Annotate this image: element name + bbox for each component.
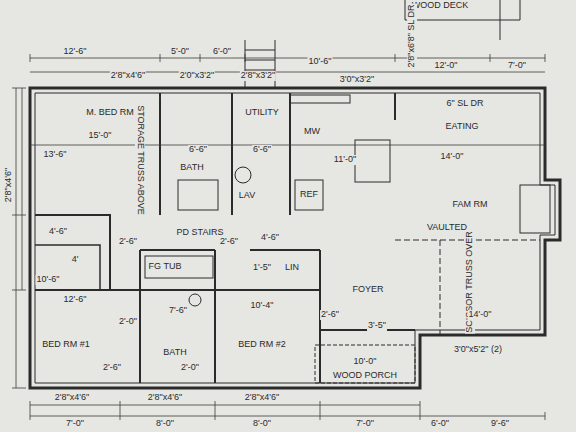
plan-label: FOYER	[351, 285, 384, 295]
plan-label: 14'-0"	[468, 310, 493, 320]
plan-label: 12'-6"	[63, 47, 88, 57]
plan-label: BED RM #1	[41, 340, 91, 350]
plan-label: LIN	[284, 263, 300, 273]
plan-label: 8'-0"	[252, 419, 272, 429]
plan-label: BATH	[179, 163, 204, 173]
plan-label: 2'-0"	[118, 317, 138, 327]
plan-label: 2'-6"	[118, 237, 138, 247]
plan-label: STORAGE TRUSS ABOVE	[135, 104, 145, 216]
plan-label: 7'-0"	[355, 419, 375, 429]
plan-label: LAV	[238, 191, 256, 201]
plan-label: 6'-0"	[430, 419, 450, 429]
plan-label: M. BED RM	[85, 108, 135, 118]
plan-label: 3'-5"	[367, 321, 387, 331]
plan-label: 2'8"x4'6"	[54, 393, 90, 403]
plan-label: PD STAIRS	[176, 228, 225, 238]
plan-label: 8'-0"	[155, 419, 175, 429]
plan-label: 11'-0"	[333, 155, 357, 165]
plan-label: 2'8"x4'6"	[110, 71, 146, 81]
plan-label: 2'8"x4'6"	[4, 167, 14, 203]
plan-label: 3'0"x5'2" (2)	[453, 345, 503, 355]
plan-label: WOOD PORCH	[332, 371, 398, 381]
plan-label: 6" SL DR	[446, 99, 485, 109]
plan-label: 2'8"x4'6"	[147, 393, 183, 403]
plan-label: 7'-0"	[65, 419, 85, 429]
plan-label: 2'8"x6'8" SL DR	[407, 3, 417, 68]
plan-label: UTILITY	[244, 108, 280, 118]
plan-label: 7'-0"	[507, 61, 527, 71]
plan-label: BED RM #2	[237, 340, 287, 350]
plan-label: VAULTED	[426, 223, 468, 233]
plan-label: 2'-6"	[102, 363, 122, 373]
walls	[30, 0, 560, 388]
plan-label: WOOD DECK	[411, 1, 470, 11]
plan-label: 4'-6"	[260, 233, 280, 243]
plan-label: MW	[303, 127, 321, 137]
plan-label: REF	[299, 190, 319, 200]
dimension-lines	[12, 54, 545, 420]
plan-label: 1'-5"	[252, 263, 272, 273]
plan-label: 9'-6"	[490, 419, 510, 429]
plan-label: 10'-6"	[36, 275, 61, 285]
plan-label: 5'-0"	[170, 47, 190, 57]
plan-label: FG TUB	[148, 262, 183, 272]
plan-label: 2'-6"	[320, 310, 340, 320]
plan-label: 4'	[71, 255, 80, 265]
plan-label: 2'8"x4'6"	[244, 393, 280, 403]
plan-label: 14'-0"	[440, 152, 465, 162]
plan-label: 13'-6"	[43, 150, 68, 160]
plan-label: 12'-6"	[63, 295, 88, 305]
plan-label: 2'-0"	[180, 363, 200, 373]
plan-label: 6'-6"	[188, 145, 208, 155]
plan-label: 10'-6"	[308, 57, 333, 67]
plan-label: 10'-0"	[353, 357, 378, 367]
plan-label: 10'-4"	[250, 301, 275, 311]
plan-label: 6'-6"	[252, 145, 272, 155]
plan-label: 4'-6"	[48, 227, 68, 237]
plan-label: 12'-0"	[434, 61, 459, 71]
plan-label: BATH	[162, 348, 187, 358]
plan-label: 2'0"x3'2"	[179, 71, 215, 81]
plan-label: 3'0"x3'2"	[339, 75, 375, 85]
plan-label: EATING	[445, 122, 480, 132]
plan-label: 2'8"x3'2"	[240, 71, 276, 81]
plan-label: 2'-6"	[219, 237, 239, 247]
plan-label: 7'-6"	[168, 306, 188, 316]
plan-label: 6'-0"	[212, 47, 232, 57]
plan-label: 15'-0"	[88, 131, 113, 141]
plan-label: FAM RM	[452, 200, 489, 210]
